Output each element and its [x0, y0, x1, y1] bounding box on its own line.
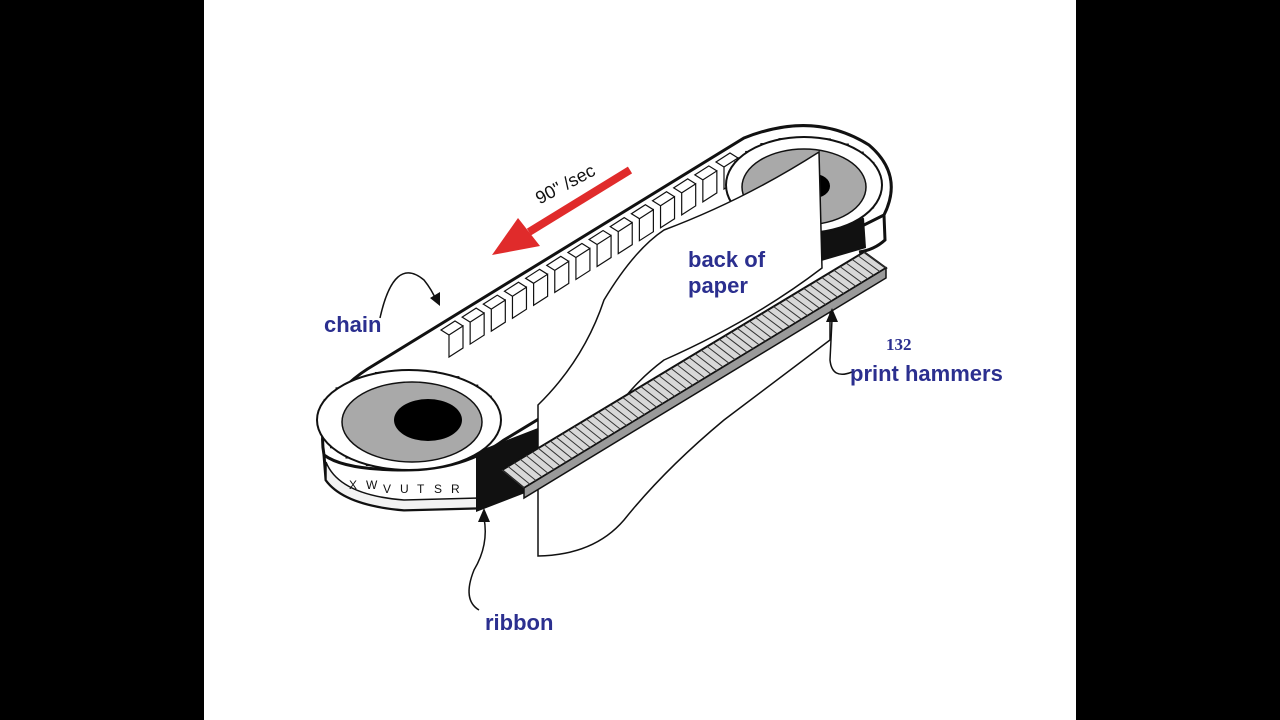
chain-letter: S — [434, 482, 442, 496]
hammer-tooth — [628, 393, 652, 412]
chain-letter: V — [383, 482, 391, 496]
print-hammers-label: print hammers — [850, 361, 1003, 386]
left-sprocket-wheel — [316, 369, 502, 471]
paper-label-line1: back of — [688, 247, 766, 272]
hammer-tooth — [712, 342, 736, 361]
hammer-tooth — [634, 389, 658, 408]
hammer-tooth — [574, 426, 597, 445]
hammer-tooth — [501, 469, 525, 489]
hammer-tooth — [730, 331, 754, 350]
hammer-tooth — [568, 429, 591, 449]
hammer-tooth — [543, 444, 567, 463]
hammer-tooth — [809, 284, 832, 302]
chain-letter: U — [400, 482, 409, 496]
hammer-tooth — [507, 465, 531, 485]
hammer-tooth — [513, 462, 537, 482]
hammer-tooth — [736, 327, 760, 346]
chain-block — [439, 320, 464, 359]
hammer-tooth — [694, 353, 718, 372]
chain-block — [524, 268, 549, 307]
hammer-tooth — [658, 375, 682, 394]
hammer-tooth — [851, 258, 875, 276]
hammer-tooth — [580, 422, 603, 441]
hammer-tooth — [555, 436, 579, 456]
paper-label-line2: paper — [688, 273, 748, 298]
hammer-tooth — [531, 451, 555, 471]
hammer-tooth — [592, 415, 615, 434]
hammer-tooth — [519, 458, 543, 478]
chain-letter: T — [417, 482, 425, 496]
chain-block — [587, 229, 612, 268]
hammer-tooth — [779, 302, 802, 320]
chain-block — [545, 255, 570, 294]
curved-pointer-arrow-icon — [379, 272, 440, 319]
hammer-tooth — [604, 407, 627, 427]
hammer-tooth — [791, 295, 814, 313]
hammer-tooth — [785, 298, 808, 317]
chain-block — [566, 242, 591, 281]
hammer-tooth — [821, 277, 845, 295]
chain-block — [630, 203, 654, 242]
hammer-tooth — [610, 404, 633, 423]
ribbon-label: ribbon — [485, 610, 554, 635]
hammer-tooth — [616, 400, 639, 419]
hammer-tooth — [797, 291, 820, 309]
hammer-tooth — [537, 447, 561, 467]
curved-pointer-arrow-icon — [468, 508, 490, 611]
chain-block — [609, 216, 633, 255]
chain-block — [461, 307, 485, 346]
hammer-tooth — [706, 346, 730, 364]
hammer-tooth — [815, 280, 839, 298]
hammer-tooth — [833, 269, 857, 287]
curved-pointer-arrow-icon — [826, 308, 853, 375]
hammer-tooth — [845, 262, 869, 280]
chain-block — [672, 178, 697, 216]
hammer-tooth — [676, 364, 700, 383]
hammer-tooth — [755, 317, 778, 335]
hammer-tooth — [586, 418, 609, 438]
hammer-tooth — [827, 273, 851, 291]
chain-block — [651, 191, 676, 229]
hammer-teeth — [501, 251, 887, 489]
hammer-tooth — [773, 306, 796, 324]
hammer-tooth — [839, 266, 863, 284]
hammer-tooth — [688, 356, 712, 375]
hammer-tooth — [767, 309, 790, 328]
hammer-tooth — [622, 396, 645, 416]
hammer-tooth — [724, 335, 748, 353]
hammer-tooth — [749, 320, 772, 339]
hammers-count: 132 — [886, 335, 912, 354]
hammer-tooth — [682, 360, 706, 379]
hammer-tooth — [863, 251, 887, 269]
hammer-tooth — [761, 313, 784, 331]
hammer-tooth — [549, 440, 573, 460]
hammer-tooth — [664, 371, 688, 390]
print-hammers-bank — [500, 250, 888, 500]
hammer-tooth — [670, 367, 694, 386]
chain-block — [693, 165, 718, 204]
hammer-tooth — [646, 382, 670, 401]
chain-label: chain — [324, 312, 382, 337]
hammer-tooth — [598, 411, 621, 430]
red-arrow-left-icon — [492, 166, 633, 255]
hammer-tooth — [525, 455, 549, 474]
chain-letter: X — [349, 478, 357, 492]
chain-block — [503, 281, 528, 320]
hammer-tooth — [803, 287, 826, 306]
hammer-tooth — [562, 433, 585, 452]
hammer-tooth — [718, 338, 742, 357]
chain-letter: R — [451, 482, 460, 496]
hammer-tooth — [743, 324, 766, 342]
chain-block — [482, 294, 506, 333]
hammer-tooth — [700, 349, 724, 368]
hammer-tooth — [652, 378, 676, 397]
chain-letter: W — [366, 478, 378, 492]
hammer-tooth — [640, 386, 664, 405]
hammer-tooth — [857, 255, 881, 273]
